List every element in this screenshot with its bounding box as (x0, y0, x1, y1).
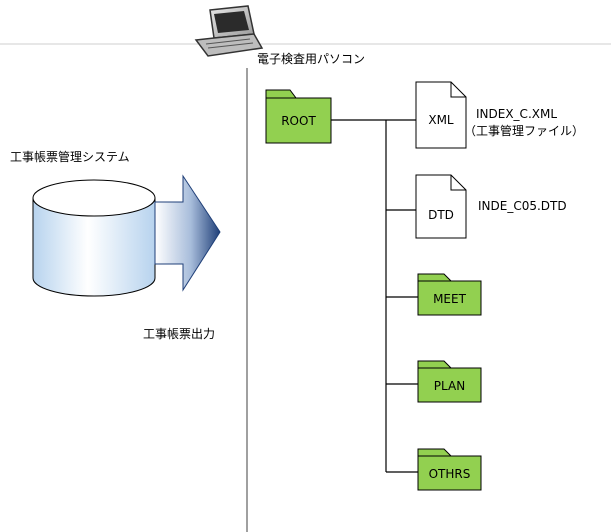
othrs-folder-label: OTHRS (428, 467, 471, 481)
laptop-icon (194, 5, 264, 57)
tree-connectors (331, 119, 418, 473)
database-icon (32, 179, 156, 297)
dtd-file-icon-label: DTD (428, 208, 454, 222)
root-folder-label: ROOT (281, 114, 316, 128)
plan-folder-icon (417, 360, 482, 403)
plan-folder-label: PLAN (433, 379, 466, 393)
output-label: 工事帳票出力 (143, 327, 216, 341)
xml-file-note: （工事管理ファイル） (464, 124, 585, 138)
meet-folder-icon (417, 273, 482, 316)
meet-folder-label: MEET (433, 292, 466, 306)
root-folder-icon (265, 89, 332, 144)
xml-file-icon (415, 81, 467, 149)
xml-file-name: INDEX_C.XML (476, 107, 558, 121)
output-arrow (154, 174, 221, 292)
dtd-file-name: INDE_C05.DTD (478, 199, 567, 213)
othrs-folder-icon (417, 448, 482, 491)
system-title: 工事帳票管理システム (10, 150, 130, 164)
dtd-file-icon (415, 174, 467, 239)
pc-label: 電子検査用パソコン (257, 52, 366, 66)
xml-file-icon-label: XML (428, 113, 454, 127)
